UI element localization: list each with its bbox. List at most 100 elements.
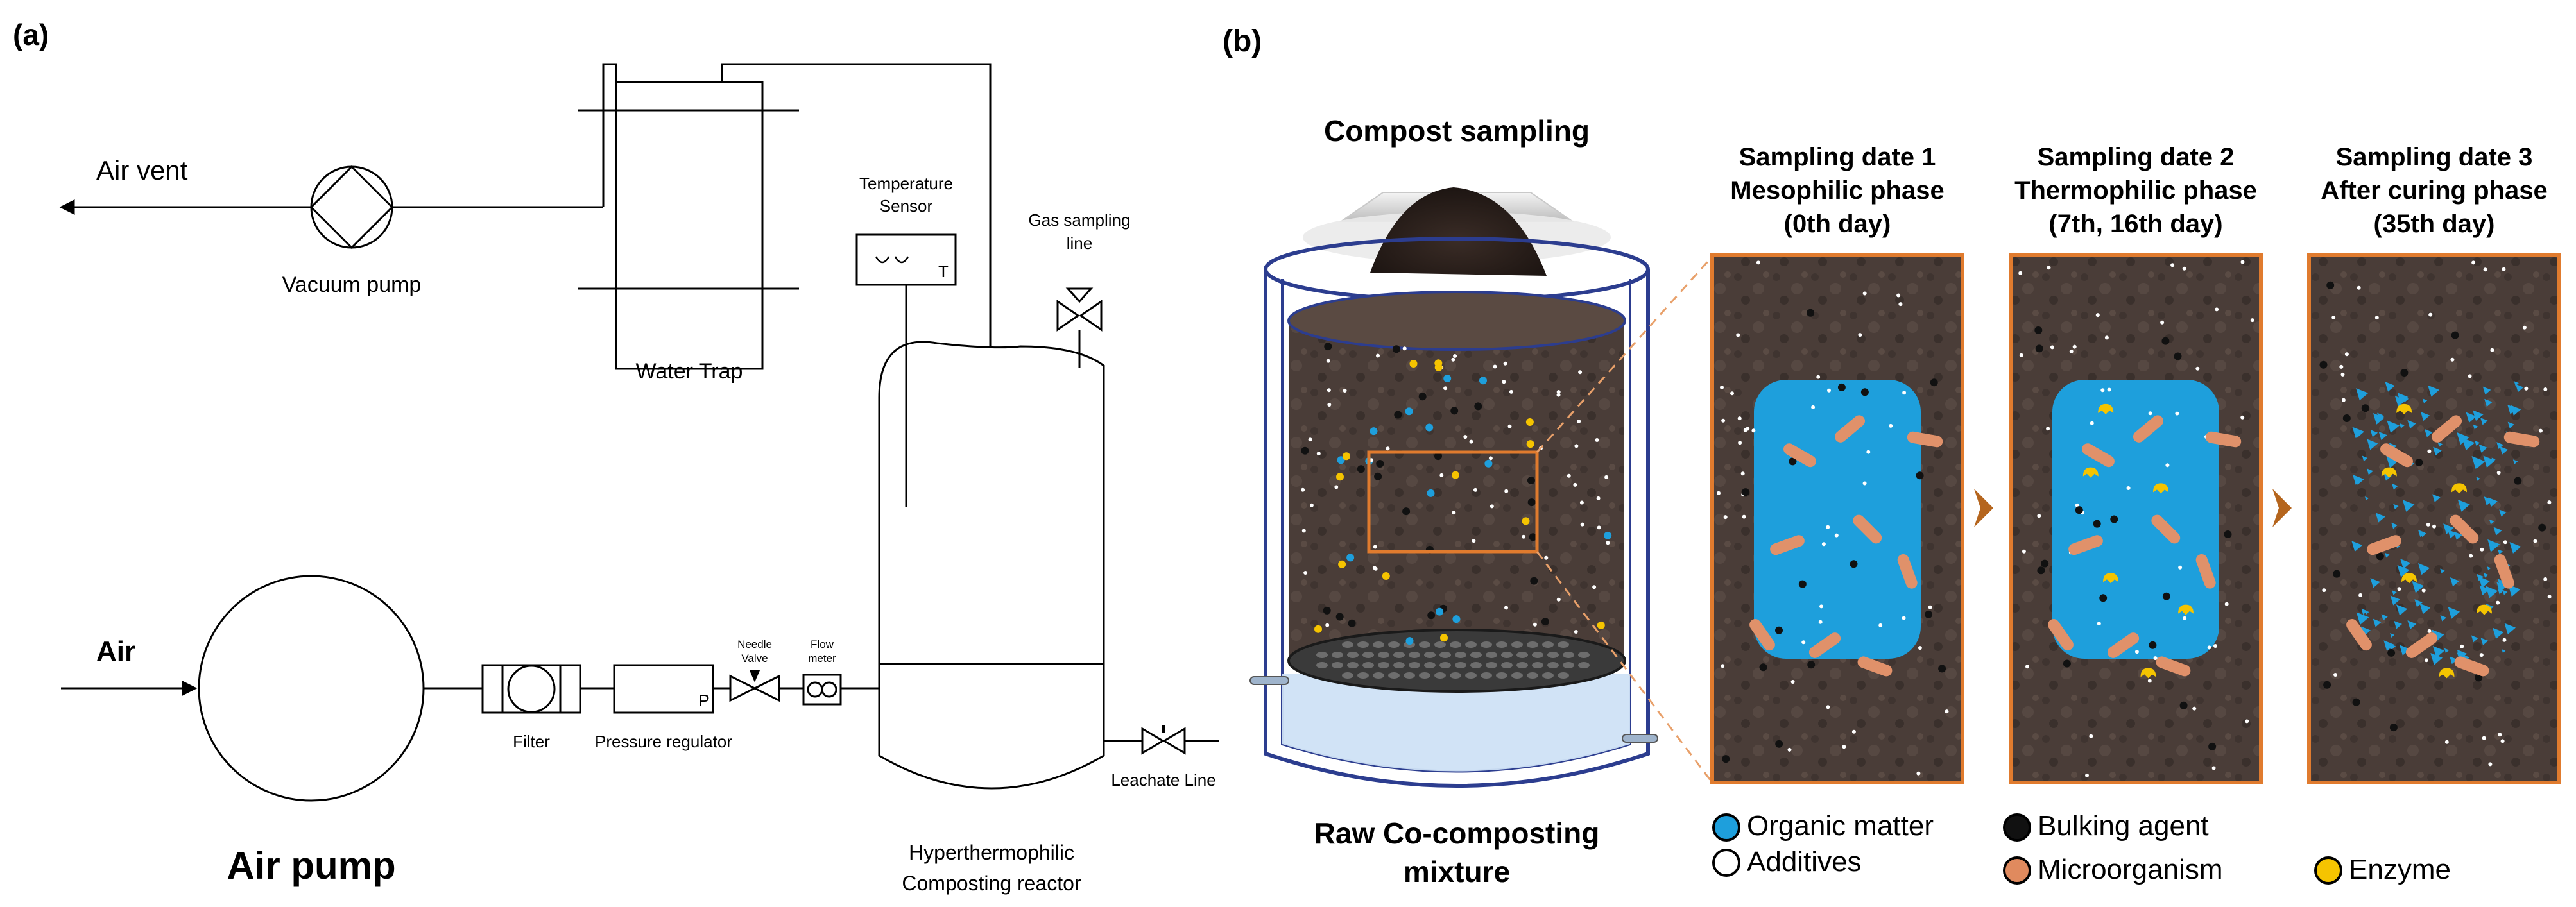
vessel-particle (1507, 424, 1512, 428)
organic-fragment (2499, 509, 2507, 517)
pressure-regulator-label: Pressure regulator (595, 732, 732, 751)
composting-reactor-icon (878, 341, 1105, 790)
organic-fragment (2390, 632, 2395, 638)
additive-particle (2547, 595, 2552, 599)
temperature-symbol: T (938, 262, 949, 281)
additive-particle (1819, 604, 1823, 609)
microorganism-particle (2048, 619, 2074, 651)
additive-particle (2224, 602, 2229, 606)
enzyme-particle (2401, 573, 2417, 584)
additive-particle (2341, 398, 2346, 402)
plate-hole (1409, 662, 1420, 668)
vessel-particle (1326, 359, 1330, 363)
organic-fragment (2377, 412, 2383, 419)
temperature-sensor-icon (855, 233, 957, 507)
vessel-particle (1392, 345, 1400, 353)
bulking-agent-particle (1850, 560, 1858, 568)
organic-fragment (2472, 410, 2484, 421)
vessel-particle (1373, 545, 1377, 549)
bulking-agent-particle (2174, 352, 2182, 360)
plate-hole (1424, 662, 1436, 668)
additive-particle (2134, 650, 2139, 654)
additive-particle (2207, 645, 2211, 650)
air-pump-icon (198, 575, 425, 802)
additive-particle (2075, 503, 2079, 507)
organic-fragment (2414, 599, 2423, 607)
vessel-particle (1436, 607, 1444, 616)
organic-fragment (2502, 589, 2508, 595)
needle-valve-icon (729, 670, 780, 702)
bulking-agent-particle (2162, 592, 2170, 600)
organic-fragment (2399, 645, 2410, 656)
bulking-agent-particle (2161, 337, 2170, 345)
additive-particle (2543, 387, 2548, 391)
vacuum-pump-label: Vacuum pump (282, 273, 422, 297)
organic-fragment (2417, 529, 2426, 538)
water-trap-label: Water Trap (636, 359, 743, 384)
additive-particle (2490, 348, 2494, 352)
organic-fragment (2432, 646, 2445, 658)
organic-fragment (2476, 477, 2480, 481)
additive-particle (2428, 312, 2433, 317)
vessel-particle (1405, 637, 1414, 645)
vessel-particle (1452, 471, 1459, 479)
microorganism-particle (1907, 431, 1943, 448)
organic-fragment (2450, 656, 2458, 665)
organic-fragment (2502, 649, 2506, 654)
needle-valve-label-2: Valve (741, 652, 768, 665)
vessel-particle (1325, 623, 1330, 627)
vessel-particle (1370, 458, 1374, 462)
organic-fragment (2440, 615, 2447, 622)
plate-hole (1342, 672, 1353, 679)
bulking-agent-particle (1807, 661, 1816, 669)
bulking-agent-particle (1860, 388, 1869, 396)
additive-particle (2432, 524, 2436, 529)
additive-particle (2245, 719, 2249, 724)
sampling-heading-1-3: (0th day) (1784, 210, 1891, 238)
additive-particle (1723, 515, 1728, 520)
additive-particle (1842, 745, 1846, 749)
bulking-agent-particle (1916, 471, 1924, 480)
microorganism-particle (2405, 632, 2438, 658)
vessel-particle (1567, 473, 1571, 478)
additive-particle (1720, 386, 1724, 389)
bulking-agent-particle (2110, 515, 2118, 523)
bulking-agent-particle (2323, 681, 2331, 689)
vessel-particle (1596, 496, 1601, 500)
sampling-heading-3-2: After curing phase (2321, 176, 2547, 205)
legend-label-bulking: Bulking agent (2038, 810, 2209, 842)
vessel-particle (1301, 487, 1305, 492)
plate-hole (1378, 652, 1389, 658)
additive-particle (1721, 418, 1726, 423)
vessel-particle (1597, 621, 1605, 629)
organic-fragment (2402, 500, 2415, 512)
additive-particle (2397, 587, 2401, 591)
vessel-particle (1348, 619, 1356, 627)
vessel-particle (1334, 485, 1339, 489)
additive-particle (2469, 554, 2473, 558)
organic-fragment (2496, 442, 2504, 450)
vessel-particle (1394, 411, 1402, 419)
bulking-agent-particle (2333, 570, 2341, 578)
additive-particle (2427, 629, 2432, 633)
enzyme-particle (2439, 668, 2455, 679)
organic-fragment (2493, 627, 2504, 639)
organic-fragment (2491, 457, 2496, 462)
plate-hole (1347, 652, 1359, 658)
bulking-agent-particle (2400, 369, 2409, 377)
microorganism-particle (1897, 554, 1918, 589)
additive-particle (2175, 411, 2179, 416)
microorganism-particle (2380, 443, 2413, 468)
plate-hole (1470, 652, 1482, 658)
organic-fragment (2471, 456, 2485, 469)
gas-sampling-valve-icon (1056, 287, 1103, 368)
additive-particle (2072, 344, 2077, 349)
additive-particle (2104, 335, 2109, 340)
vessel-particle (1443, 386, 1448, 391)
legend-label-organic: Organic matter (1747, 810, 1934, 842)
reactor-label-1: Hyperthermophilic (909, 841, 1074, 864)
additive-particle (2498, 733, 2502, 737)
organic-fragment (2466, 412, 2477, 423)
plate-hole (1578, 652, 1590, 658)
plate-hole (1378, 662, 1389, 668)
